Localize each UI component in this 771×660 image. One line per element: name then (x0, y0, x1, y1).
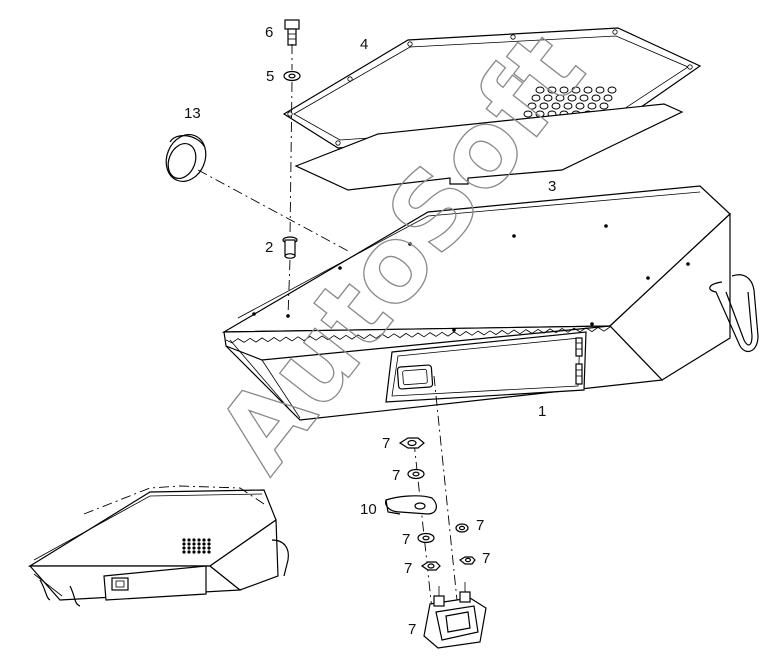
thumb-vent-dot (182, 538, 186, 542)
callout-7-washer: 7 (392, 467, 400, 484)
bolt-part-6 (284, 19, 300, 46)
thumb-vent-dot (192, 542, 196, 546)
thumb-vent-dot (182, 542, 186, 546)
thumb-vent-dot (197, 538, 201, 542)
thumb-vent-dot (182, 550, 186, 554)
thumb-vent-dot (192, 546, 196, 550)
vent-hole (527, 102, 537, 110)
thumb-vent-dot (207, 538, 211, 542)
callout-10: 10 (360, 501, 377, 518)
housing-body-part-1 (221, 185, 759, 421)
callout-7-nut-right-lower: 7 (482, 550, 490, 567)
thumb-vent-dot (197, 550, 201, 554)
spacer-part-2 (282, 236, 298, 259)
vent-hole (555, 94, 565, 102)
thumb-vent-dot (197, 542, 201, 546)
vent-hole (571, 86, 581, 94)
thumb-vent-dot (182, 546, 186, 550)
callout-labels: 13 6 5 4 3 2 1 7 7 10 7 7 7 7 7 7 (184, 24, 556, 638)
callout-1: 1 (538, 403, 546, 420)
thumb-vent-dot (187, 542, 191, 546)
vent-hole (535, 86, 545, 94)
vent-hole (579, 94, 589, 102)
vent-hole (607, 86, 617, 94)
callout-2: 2 (265, 239, 273, 256)
callout-13: 13 (184, 105, 201, 122)
vent-hole (523, 110, 533, 118)
vent-hole (567, 94, 577, 102)
vent-hole (583, 86, 593, 94)
thumb-vent-dot (202, 542, 206, 546)
thumb-vent-dot (207, 550, 211, 554)
latch-hardware-stack (385, 437, 487, 649)
vent-hole (559, 86, 569, 94)
vent-hole (603, 94, 613, 102)
vent-hole (539, 102, 549, 110)
callout-3: 3 (548, 178, 556, 195)
thumb-vent-dot (187, 546, 191, 550)
callout-7-nut-top: 7 (382, 435, 390, 452)
vent-hole (599, 102, 609, 110)
vent-hole (543, 94, 553, 102)
callout-7-latch: 7 (408, 621, 416, 638)
thumb-vent-dot (187, 550, 191, 554)
insulation-sheet-part-3 (294, 103, 684, 191)
vent-hole (551, 102, 561, 110)
thumb-vent-dot (207, 542, 211, 546)
callout-5: 5 (266, 68, 274, 85)
vent-hole (591, 94, 601, 102)
vent-hole (575, 102, 585, 110)
vent-hole (563, 102, 573, 110)
thumb-vent-dot (207, 546, 211, 550)
callout-7-nut-right-upper: 7 (476, 517, 484, 534)
overview-assembly-view (27, 485, 289, 607)
thumb-vent-dot (197, 546, 201, 550)
vent-hole (587, 102, 597, 110)
thumb-vent-dot (192, 550, 196, 554)
thumb-vent-dot (202, 546, 206, 550)
callout-4: 4 (360, 36, 368, 53)
thumb-vent-dot (202, 550, 206, 554)
vent-hole (547, 86, 557, 94)
callout-7-nut-mid: 7 (402, 531, 410, 548)
thumb-vent-dot (202, 538, 206, 542)
washer-part-5 (283, 70, 301, 82)
grommet-part-13 (165, 134, 207, 182)
callout-6: 6 (265, 24, 273, 41)
thumb-vent-dot (192, 538, 196, 542)
vent-hole (531, 94, 541, 102)
vent-hole (595, 86, 605, 94)
callout-7-nut-low: 7 (404, 560, 412, 577)
thumb-vent-dot (187, 538, 191, 542)
